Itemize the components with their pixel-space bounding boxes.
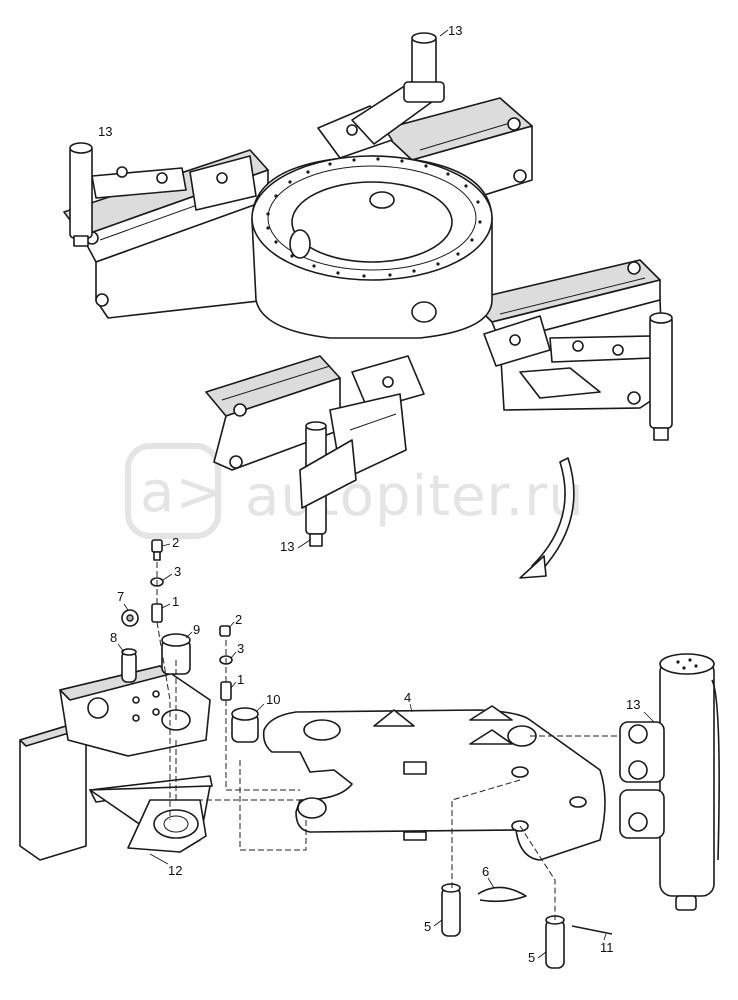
callout-4: 4	[404, 690, 411, 705]
callout-1-upper: 1	[172, 594, 179, 609]
jack-cylinder-left	[69, 142, 93, 247]
callout-6: 6	[482, 864, 489, 879]
callout-3-lower: 3	[237, 641, 244, 656]
part-10-bushing	[231, 707, 259, 743]
callout-8: 8	[110, 630, 117, 645]
callout-7: 7	[117, 589, 124, 604]
assembly-lines	[156, 562, 620, 920]
jack-cylinder-top	[403, 32, 445, 103]
callout-11: 11	[600, 940, 614, 955]
callout-5-right: 5	[528, 950, 535, 965]
part-5-pin-left	[441, 883, 461, 937]
part-5-pin-right	[545, 915, 565, 969]
beam-front-left	[205, 355, 341, 471]
callout-13-left: 13	[98, 124, 112, 139]
bolt-circle	[266, 157, 482, 278]
part-13-jack-cylinder	[619, 653, 720, 911]
callout-13-top: 13	[448, 23, 462, 38]
jack-cylinder-front-right	[649, 312, 673, 441]
callout-12: 12	[168, 863, 182, 878]
callout-10: 10	[266, 692, 280, 707]
callout-labels: 13 13 13 13 2 3 1 7 8 9 2 3 1 10 4 12 6 …	[98, 23, 655, 965]
part-7-grease-fitting	[121, 609, 139, 627]
slewing-ring-housing	[251, 155, 493, 339]
watermark-text: autopiter.ru	[245, 464, 585, 529]
watermark-logo: a>	[140, 460, 223, 525]
part-11-cotter-pin	[571, 925, 613, 935]
part-6-spring-clip	[477, 886, 527, 903]
part-8-pin	[121, 648, 137, 683]
callout-2-upper: 2	[172, 535, 179, 550]
part-9-bushing	[161, 633, 191, 675]
callout-3-upper: 3	[174, 564, 181, 579]
hinge-bracket-rear-left	[91, 155, 257, 211]
part-4-hinge-link	[262, 705, 606, 861]
hinge-bracket-front-right	[483, 315, 653, 399]
outrigger-frame-assembly	[63, 32, 673, 579]
exploded-hinge-detail	[19, 539, 720, 969]
part-12-frame-bracket	[19, 665, 213, 861]
jack-cylinder-front-left	[299, 421, 357, 547]
callout-1-lower: 1	[237, 672, 244, 687]
callout-2-lower: 2	[235, 612, 242, 627]
callout-9: 9	[193, 622, 200, 637]
callout-13-right: 13	[626, 697, 640, 712]
watermark-logo-frame	[125, 443, 221, 539]
callout-5-left: 5	[424, 919, 431, 934]
callout-13-bottom: 13	[280, 539, 294, 554]
detail-view-arrow	[519, 457, 575, 579]
